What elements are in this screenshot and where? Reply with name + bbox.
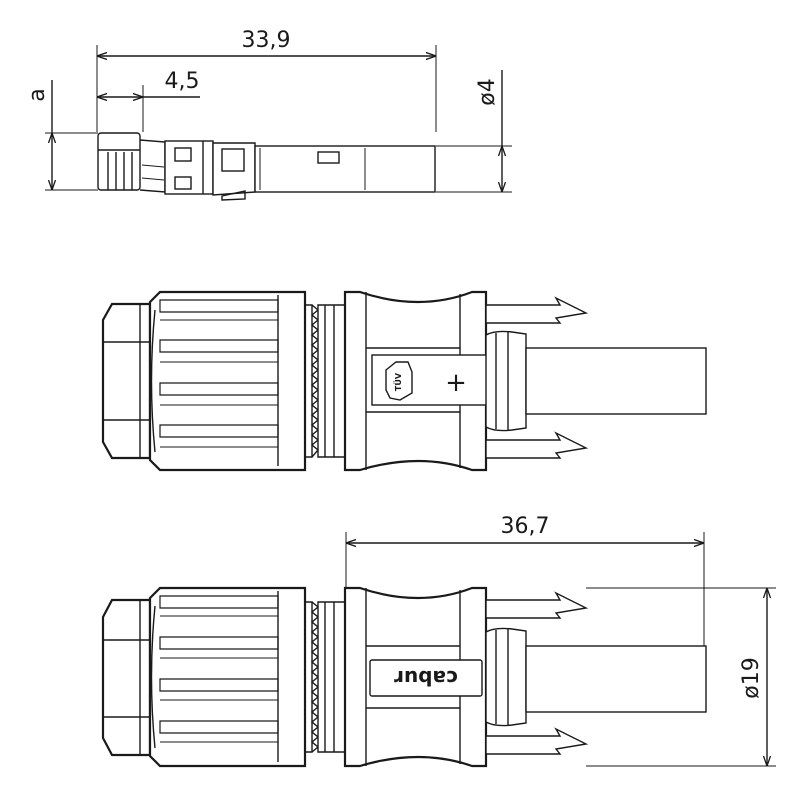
contact-dimensions: 33,9 4,5 a ø4	[25, 28, 512, 193]
connector-diameter-label: ø19	[739, 657, 764, 698]
brand-mark: cabur	[394, 666, 458, 690]
crimp-contact	[97, 132, 436, 201]
contact-tip-label: 4,5	[165, 69, 200, 94]
polarity-mark: +	[445, 368, 467, 398]
tuv-mark: TÜV	[393, 372, 403, 391]
tuv-badge	[385, 361, 413, 401]
connector-dimensions: 36,7 ø19	[345, 514, 776, 767]
contact-height-label: a	[25, 88, 50, 101]
connector-upper: TÜV +	[101, 290, 707, 472]
contact-diameter-label: ø4	[475, 78, 500, 105]
connector-length-label: 36,7	[501, 514, 550, 539]
contact-length-label: 33,9	[242, 28, 291, 53]
connector-lower: cabur	[101, 586, 707, 768]
